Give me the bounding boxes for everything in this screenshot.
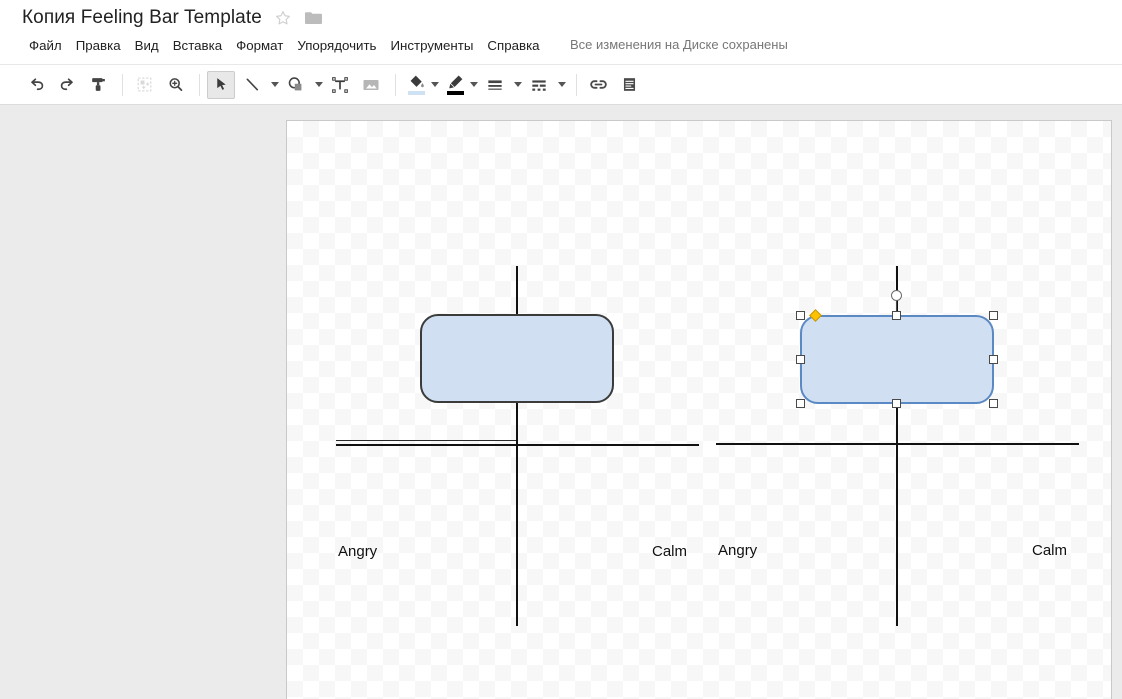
after-label-calm[interactable]: Calm [1031,542,1067,559]
after-vertical-axis[interactable] [896,266,898,626]
toolbar-separator [395,73,396,96]
resize-handle-bottom-center[interactable] [892,399,901,408]
before-horizontal-axis[interactable] [336,444,699,446]
line-dash-button[interactable] [525,71,553,99]
menu-item-insert[interactable]: Вставка [172,37,223,53]
text-options-button[interactable] [615,71,643,99]
menu-item-tools[interactable]: Инструменты [390,37,474,53]
shape-tool-button[interactable] [282,71,310,99]
shape-tool-dropdown-caret[interactable] [313,73,324,97]
line-weight-button[interactable] [481,71,509,99]
fill-color-swatch [407,91,425,95]
fill-color-button[interactable] [403,72,429,98]
resize-handle-top-left[interactable] [796,311,805,320]
title-bar: Копия Feeling Bar Template Файл Правка В… [0,0,1122,64]
before-vertical-axis[interactable] [516,266,518,626]
rotation-handle-stem [896,301,897,315]
menu-item-help[interactable]: Справка [487,37,540,53]
folder-icon[interactable] [304,10,323,26]
resize-handle-middle-left[interactable] [796,355,805,364]
fill-color-dropdown-caret[interactable] [429,73,440,97]
menu-bar: Файл Правка Вид Вставка Формат Упорядочи… [22,34,547,56]
line-weight-dropdown-caret[interactable] [512,73,523,97]
toolbar-separator [122,73,123,96]
paint-format-button[interactable] [84,71,112,99]
line-dash-dropdown-caret[interactable] [556,73,567,97]
resize-handle-middle-right[interactable] [989,355,998,364]
menu-item-arrange[interactable]: Упорядочить [297,37,377,53]
line-tool-button[interactable] [238,71,266,99]
select-all-button[interactable] [130,71,158,99]
before-label-angry[interactable]: Angry [338,543,378,560]
save-status-text: Все изменения на Диске сохранены [570,37,788,52]
resize-handle-bottom-left[interactable] [796,399,805,408]
select-tool-button[interactable] [207,70,235,99]
redo-button[interactable] [53,71,81,99]
toolbar [0,64,1122,105]
text-box-button[interactable] [326,71,354,99]
line-color-button[interactable] [442,72,468,98]
after-feeling-bar[interactable] [800,315,994,404]
line-tool-dropdown-caret[interactable] [269,73,280,97]
before-label-calm[interactable]: Calm [651,543,687,560]
drawing-content: Before Happy Angry Calm Sad After Happy … [287,121,1111,699]
star-outline-icon[interactable] [274,9,292,27]
menu-item-format[interactable]: Формат [236,37,284,53]
menu-item-file[interactable]: Файл [29,37,62,53]
resize-handle-top-center[interactable] [892,311,901,320]
menu-item-edit[interactable]: Правка [75,37,121,53]
line-color-dropdown-caret[interactable] [468,73,479,97]
document-title-row: Копия Feeling Bar Template [22,4,323,32]
before-feeling-bar[interactable] [420,314,614,403]
after-horizontal-axis[interactable] [716,443,1079,445]
zoom-button[interactable] [161,71,189,99]
image-button[interactable] [357,71,385,99]
menu-item-view[interactable]: Вид [134,37,159,53]
rotation-handle[interactable] [891,290,902,301]
drawing-canvas[interactable]: Before Happy Angry Calm Sad After Happy … [286,120,1112,699]
toolbar-separator [199,73,200,96]
toolbar-separator [576,73,577,96]
link-button[interactable] [584,71,612,99]
page-title[interactable]: Копия Feeling Bar Template [22,7,262,28]
undo-button[interactable] [22,71,50,99]
before-horizontal-axis-thin[interactable] [336,440,516,441]
resize-handle-bottom-right[interactable] [989,399,998,408]
after-label-angry[interactable]: Angry [718,542,758,559]
resize-handle-top-right[interactable] [989,311,998,320]
line-color-swatch [446,91,464,95]
